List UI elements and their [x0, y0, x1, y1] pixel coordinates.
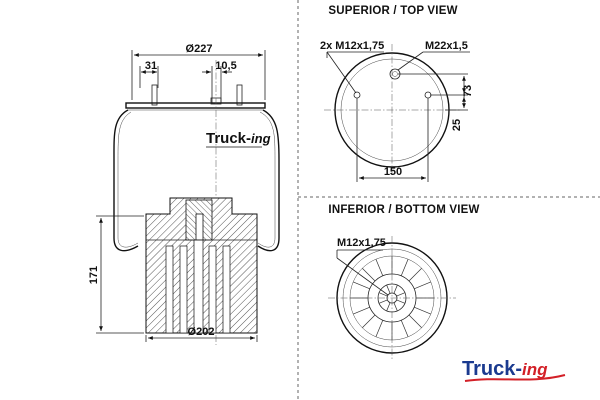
rib-line: [362, 268, 376, 282]
top-plate: [125, 102, 266, 109]
hub-spoke: [378, 299, 388, 304]
top-view-title: SUPERIOR / TOP VIEW: [328, 5, 457, 17]
piston: [145, 197, 258, 334]
rib-line: [408, 314, 422, 328]
bottom-thread-label: M12x1,75: [337, 237, 386, 249]
hub-spoke: [378, 292, 388, 297]
hub-spoke: [386, 284, 391, 294]
hub-spoke: [396, 299, 406, 304]
rib-line: [414, 281, 431, 290]
svg-text:Truck-ing: Truck-ing: [206, 130, 271, 147]
rubber-bellow: [113, 109, 280, 252]
right-stud: [236, 84, 243, 106]
svg-text:Truck-ing: Truck-ing: [462, 358, 548, 380]
rib-line: [375, 320, 384, 337]
rib-line: [353, 306, 370, 315]
rib-line: [353, 281, 370, 290]
logo-swoosh: [464, 374, 566, 382]
top-diameter-label: Ø227: [186, 43, 213, 55]
hub-spoke: [393, 302, 398, 312]
rib-line: [362, 314, 376, 328]
rib-line: [400, 259, 409, 276]
hub-spoke: [396, 292, 406, 297]
rib-line: [408, 268, 422, 282]
stud-hole-left: [353, 91, 361, 99]
bellow-logo: Truck-ing: [206, 130, 271, 148]
piston-ribs: [350, 256, 434, 340]
hub-spoke: [393, 284, 398, 294]
port-width-label: 10,5: [215, 60, 236, 72]
side-view: Ø227 31 10,5 Truck-ing: [88, 43, 280, 345]
width-label: 150: [384, 166, 402, 178]
height-label: 171: [88, 266, 100, 284]
stud-thread-label: 2x M12x1,75: [320, 40, 384, 52]
top-view: SUPERIOR / TOP VIEW 2x M12x1,75 M22x1,5 …: [320, 5, 474, 182]
rib-line: [414, 306, 431, 315]
stud-offset-label: 31: [145, 60, 157, 72]
bottom-view-title: INFERIOR / BOTTOM VIEW: [328, 204, 479, 216]
left-stud: [151, 84, 158, 106]
offset-b-label: 25: [451, 119, 463, 131]
bottom-diameter-label: Ø202: [188, 326, 215, 338]
bottom-view: INFERIOR / BOTTOM VIEW M12x1,75: [328, 204, 479, 360]
port-thread-label: M22x1,5: [425, 40, 468, 52]
rib-line: [400, 320, 409, 337]
offset-a-label: 73: [462, 85, 474, 97]
rib-line: [375, 259, 384, 276]
hub-spoke: [386, 302, 391, 312]
brand-logo: Truck-ing: [462, 358, 566, 382]
